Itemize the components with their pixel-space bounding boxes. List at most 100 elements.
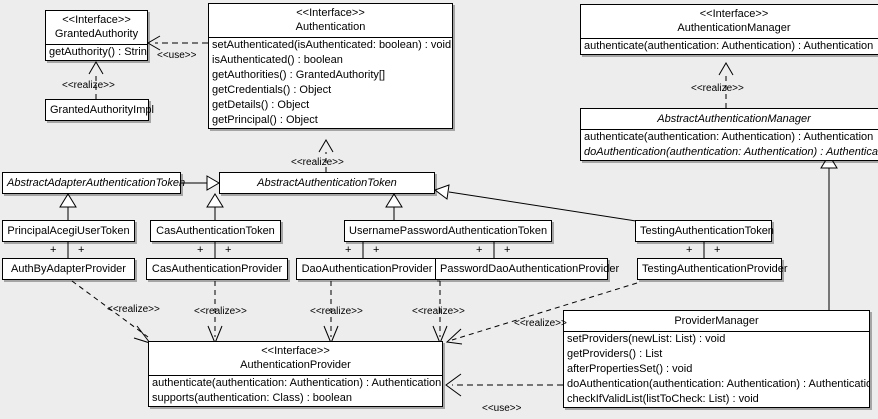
class-name: AbstractAdapterAuthenticationToken: [7, 177, 186, 189]
operation-supports: supports(authentication: Class) : boolea…: [152, 392, 352, 404]
class-name: PasswordDaoAuthenticationProvider: [440, 263, 620, 275]
operation-getauthorities: getAuthorities() : GrantedAuthority[]: [212, 69, 386, 81]
edge-generalize-providermanager: [820, 154, 838, 310]
class-name: GrantedAuthority: [54, 28, 139, 40]
edge-label-realize-abstractauthenticationtoken: <<realize>>: [291, 157, 344, 168]
edge-generalize-principalacegiusertoken: [59, 193, 77, 220]
class-authentication[interactable]: <<Interface>> Authentication setAuthenti…: [208, 3, 453, 129]
operations-compartment: authenticate(authentication: Authenticat…: [149, 375, 442, 406]
assoc-plus-cas-left: +: [197, 244, 204, 256]
class-granted-authority[interactable]: <<Interface>> GrantedAuthority getAuthor…: [45, 10, 148, 61]
operation-setauthenticated: setAuthenticated(isAuthenticated: boolea…: [212, 39, 452, 51]
class-name: UsernamePasswordAuthenticationToken: [349, 225, 548, 237]
class-abstract-adapter-authentication-token[interactable]: AbstractAdapterAuthenticationToken: [2, 172, 186, 194]
class-name: TestingAuthenticationToken: [640, 225, 774, 237]
class-name: TestingAuthenticationProvider: [642, 263, 788, 275]
class-name: CasAuthenticationToken: [156, 225, 275, 237]
class-name: AuthenticationProvider: [240, 359, 351, 371]
operation-getauthority: getAuthority() : String: [49, 46, 147, 58]
assoc-plus-principal-left: +: [50, 244, 57, 256]
operation-afterpropertiesset: afterPropertiesSet() : void: [567, 363, 693, 375]
class-name: AuthByAdapterProvider: [11, 263, 126, 275]
class-name: DaoAuthenticationProvider: [301, 263, 433, 275]
operation-doauthentication: doAuthentication(authentication: Authent…: [584, 146, 878, 158]
class-header: <<Interface>> AuthenticationProvider: [149, 342, 442, 375]
class-name: PrincipalAcegiUserToken: [7, 225, 130, 237]
class-authentication-manager[interactable]: <<Interface>> AuthenticationManager auth…: [580, 4, 878, 55]
operation-getproviders: getProviders() : List: [567, 348, 663, 360]
class-header: AuthByAdapterProvider: [3, 259, 134, 279]
stereotype-label: <<Interface>>: [699, 8, 769, 20]
class-granted-authority-impl[interactable]: GrantedAuthorityImpl: [45, 99, 154, 121]
class-provider-manager[interactable]: ProviderManager setProviders(newList: Li…: [563, 310, 870, 408]
class-name: AuthenticationManager: [677, 22, 791, 34]
class-header: UsernamePasswordAuthenticationToken: [345, 221, 551, 241]
operation-getdetails: getDetails() : Object: [212, 99, 310, 111]
edge-generalize-casauthenticationtoken: [206, 193, 224, 220]
edge-generalize-abstractadaptertoken: [181, 175, 220, 191]
edge-use-grantedauthority: [147, 35, 208, 51]
assoc-plus-username-dao-right: +: [373, 244, 380, 256]
class-header: AbstractAuthenticationToken: [220, 173, 434, 193]
operation-doauthentication: doAuthentication(authentication: Authent…: [567, 378, 869, 390]
operation-getprincipal: getPrincipal() : Object: [212, 114, 318, 126]
operation-authenticate: authenticate(authentication: Authenticat…: [584, 40, 874, 52]
class-name: AbstractAuthenticationManager: [657, 113, 811, 125]
operations-compartment: authenticate(authentication: Authenticat…: [581, 129, 878, 160]
class-testing-authentication-token[interactable]: TestingAuthenticationToken: [635, 220, 774, 242]
stereotype-label: <<Interface>>: [62, 14, 131, 26]
assoc-plus-principal-right: +: [78, 244, 85, 256]
class-cas-authentication-token[interactable]: CasAuthenticationToken: [150, 220, 281, 242]
operations-compartment: setAuthenticated(isAuthenticated: boolea…: [209, 37, 452, 128]
class-name: Authentication: [295, 21, 366, 33]
edge-label-use-providermanager: <<use>>: [482, 403, 522, 414]
class-dao-authentication-provider[interactable]: DaoAuthenticationProvider: [296, 258, 438, 280]
class-password-dao-authentication-provider[interactable]: PasswordDaoAuthenticationProvider: [435, 258, 620, 280]
operation-isauthenticated: isAuthenticated() : boolean: [212, 54, 343, 66]
class-header: CasAuthenticationToken: [151, 221, 280, 241]
edge-label-realize-passworddaoprovider: <<realize>>: [412, 306, 465, 317]
assoc-plus-testing-right: +: [714, 244, 721, 256]
class-name: GrantedAuthorityImpl: [50, 104, 154, 116]
assoc-plus-testing-left: +: [686, 244, 693, 256]
class-header: AbstractAuthenticationManager: [581, 109, 878, 129]
class-testing-authentication-provider[interactable]: TestingAuthenticationProvider: [637, 258, 788, 280]
class-name: ProviderManager: [674, 315, 759, 327]
class-header: ProviderManager: [564, 311, 869, 331]
assoc-plus-username-pwd-right: +: [504, 244, 511, 256]
operation-getcredentials: getCredentials() : Object: [212, 84, 332, 96]
class-name: AbstractAuthenticationToken: [257, 177, 397, 189]
class-auth-by-adapter-provider[interactable]: AuthByAdapterProvider: [2, 258, 135, 280]
stereotype-label: <<Interface>>: [261, 345, 330, 357]
operation-authenticate: authenticate(authentication: Authenticat…: [584, 131, 874, 143]
class-header: <<Interface>> Authentication: [209, 4, 452, 37]
class-header: TestingAuthenticationProvider: [638, 259, 788, 279]
edge-use-authenticationprovider: [445, 373, 563, 397]
class-header: GrantedAuthorityImpl: [46, 100, 154, 120]
class-username-password-authentication-token[interactable]: UsernamePasswordAuthenticationToken: [344, 220, 552, 242]
operations-compartment: setProviders(newList: List) : void getPr…: [564, 331, 869, 407]
class-principal-acegi-user-token[interactable]: PrincipalAcegiUserToken: [2, 220, 135, 242]
assoc-plus-cas-right: +: [225, 244, 232, 256]
operation-authenticate: authenticate(authentication: Authenticat…: [152, 377, 442, 389]
class-header: AbstractAdapterAuthenticationToken: [3, 173, 186, 193]
assoc-plus-username-dao-left: +: [345, 244, 352, 256]
class-abstract-authentication-manager[interactable]: AbstractAuthenticationManager authentica…: [580, 108, 878, 161]
class-header: <<Interface>> GrantedAuthority: [46, 11, 147, 44]
class-authentication-provider[interactable]: <<Interface>> AuthenticationProvider aut…: [148, 341, 443, 407]
edge-label-use-grantedauthority: <<use>>: [157, 50, 197, 61]
edge-label-realize-authbyadapterprovider: <<realize>>: [107, 304, 160, 315]
stereotype-label: <<Interface>>: [296, 7, 365, 19]
operations-compartment: getAuthority() : String: [46, 44, 147, 60]
operations-compartment: authenticate(authentication: Authenticat…: [581, 38, 878, 54]
class-name: CasAuthenticationProvider: [151, 263, 283, 275]
edge-label-realize-daoauthenticationprovider: <<realize>>: [310, 306, 363, 317]
edge-generalize-usernamepasswordtoken: [385, 193, 403, 220]
assoc-plus-username-pwd-left: +: [476, 244, 483, 256]
class-cas-authentication-provider[interactable]: CasAuthenticationProvider: [146, 258, 288, 280]
edge-label-realize-abstractauthenticationmanager: <<realize>>: [691, 83, 744, 94]
class-header: DaoAuthenticationProvider: [297, 259, 437, 279]
class-abstract-authentication-token[interactable]: AbstractAuthenticationToken: [219, 172, 435, 194]
operation-checkifvalidlist: checkIfValidList(listToCheck: List) : vo…: [567, 393, 759, 405]
